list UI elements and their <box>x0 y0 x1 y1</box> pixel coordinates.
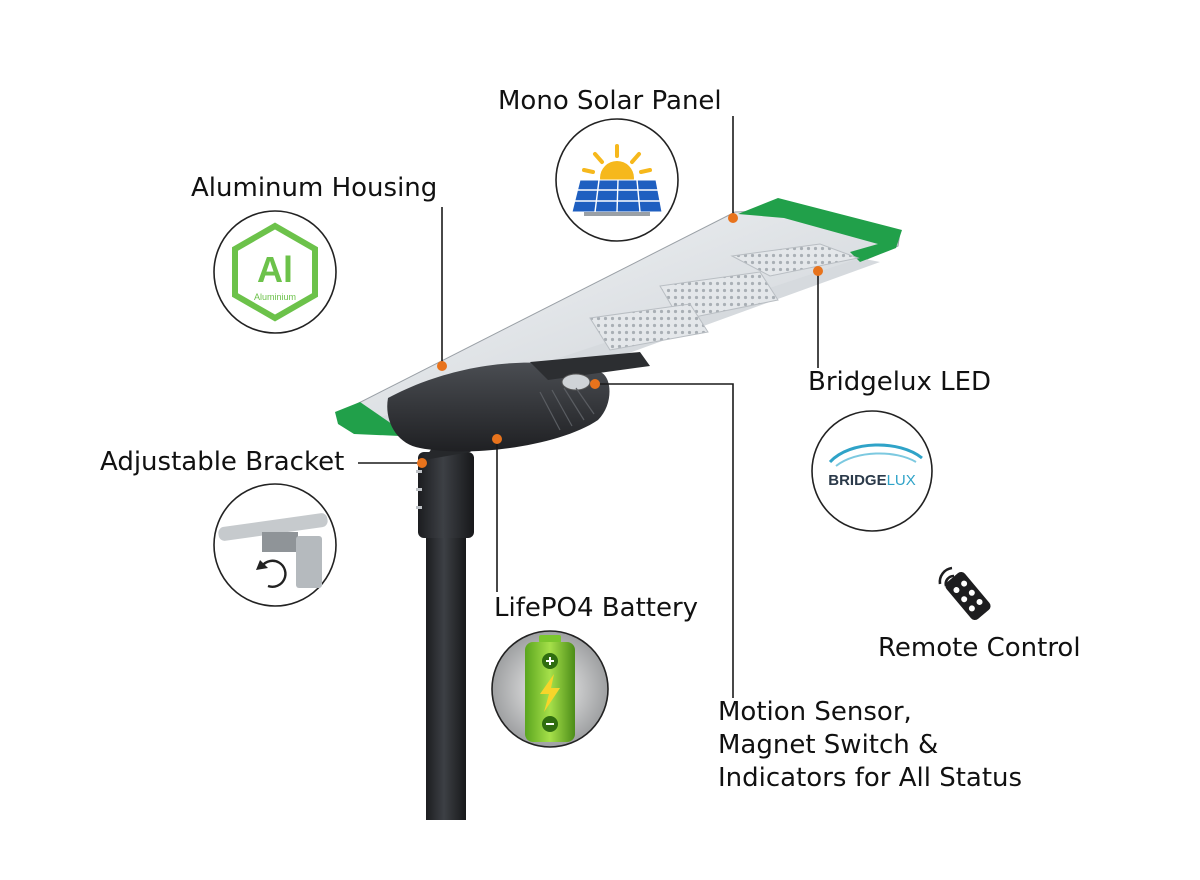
solar-panel-icon <box>555 118 679 242</box>
aluminium-caption: Aluminium <box>254 292 296 302</box>
bridgelux-suffix: LUX <box>887 472 916 489</box>
pointer-dot-battery <box>492 434 502 444</box>
battery-icon <box>491 630 609 748</box>
pole <box>416 440 488 820</box>
label-solar-panel: Mono Solar Panel <box>498 86 722 116</box>
bridgelux-logo-icon: BRIDGELUX <box>811 410 933 532</box>
label-remote: Remote Control <box>878 633 1081 663</box>
pointer-dot-sensor <box>590 379 600 389</box>
pointer-dot-bracket <box>417 458 427 468</box>
remote-control-icon <box>938 566 991 621</box>
aluminium-icon: Al Aluminium <box>213 210 337 334</box>
pointer-dot-solar-panel <box>728 213 738 223</box>
label-led: Bridgelux LED <box>808 367 992 397</box>
aluminium-symbol: Al <box>257 249 293 290</box>
lamp-head <box>335 198 902 452</box>
label-sensor-line3: Indicators for All Status <box>718 763 1023 793</box>
leader-lines <box>358 116 819 698</box>
label-housing: Aluminum Housing <box>191 173 438 203</box>
label-sensor-line2: Magnet Switch & <box>718 730 939 760</box>
pointer-dot-led <box>813 266 823 276</box>
pointer-dots <box>417 213 823 468</box>
leader-sensor <box>595 383 734 698</box>
label-battery: LifePO4 Battery <box>494 593 699 623</box>
bridgelux-wordmark: BRIDGELUX <box>828 472 916 489</box>
label-bracket: Adjustable Bracket <box>100 447 345 477</box>
label-sensor-line1: Motion Sensor, <box>718 697 912 727</box>
pointer-dot-housing <box>437 361 447 371</box>
bridgelux-prefix: BRIDGE <box>828 472 886 489</box>
bracket-icon <box>213 483 337 607</box>
